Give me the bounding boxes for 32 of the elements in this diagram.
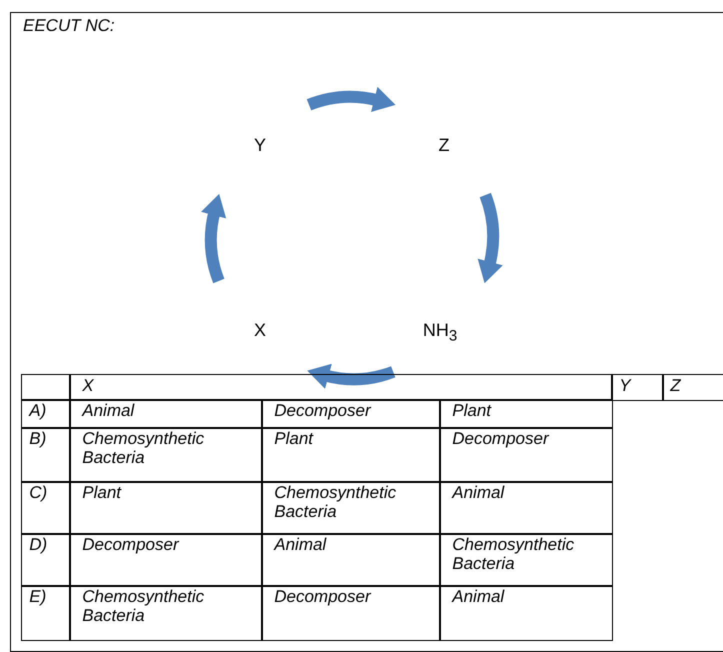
table-cell: Z: [662, 374, 723, 401]
arrow: [307, 364, 396, 389]
table-cell: B): [21, 427, 71, 483]
arrow: [201, 194, 226, 284]
cycle-label: Y: [235, 134, 285, 156]
table-cell: Decomposer: [261, 585, 441, 641]
table-cell: Animal: [261, 533, 441, 587]
table-cell: Chemosynthetic Bacteria: [69, 585, 263, 641]
cycle-label: NH$_{3}$: [415, 319, 465, 348]
table-cell: C): [21, 481, 71, 535]
table-cell: Chemosynthetic Bacteria: [439, 533, 613, 587]
table-cell: Animal: [439, 481, 613, 535]
cycle-label: X: [235, 319, 285, 341]
table-cell: Plant: [261, 427, 441, 483]
table-cell: Plant: [439, 399, 613, 429]
table-cell: D): [21, 533, 71, 587]
table-cell: Chemosynthetic Bacteria: [69, 427, 263, 483]
table-cell: E): [21, 585, 71, 641]
table-cell: Decomposer: [69, 533, 263, 587]
table-cell: Animal: [439, 585, 613, 641]
table-cell: Animal: [69, 399, 263, 429]
table-cell: X: [69, 374, 613, 401]
table-cell: Decomposer: [439, 427, 613, 483]
table-cell: Plant: [69, 481, 263, 535]
arrow: [306, 86, 396, 112]
table-cell: A): [21, 399, 71, 429]
arrow: [478, 193, 503, 284]
table-cell: Chemosynthetic Bacteria: [261, 481, 441, 535]
table-cell: Y: [611, 374, 664, 401]
cycle-label: Z: [419, 134, 469, 156]
table-cell: Decomposer: [261, 399, 441, 429]
title: EECUT NC:: [23, 16, 115, 36]
